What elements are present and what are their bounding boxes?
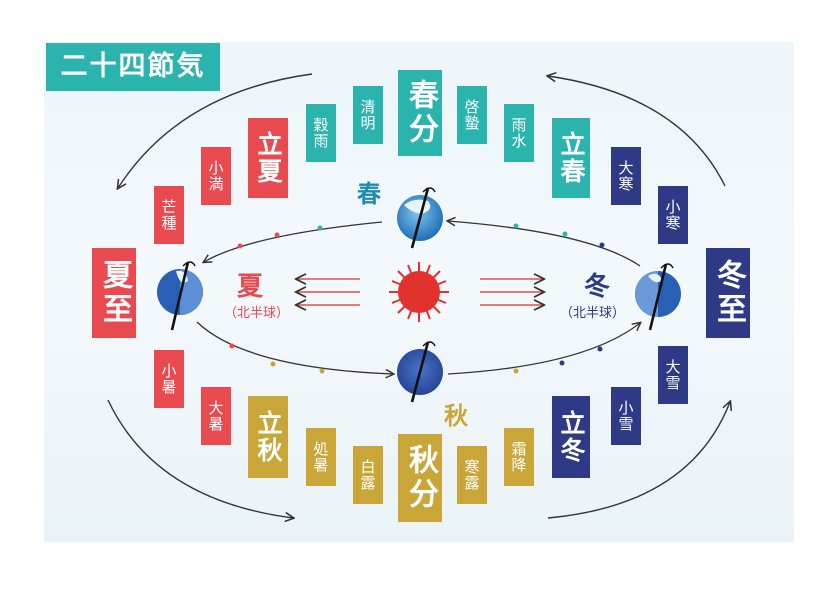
orbit-arc-autumn-to-winter [447,323,640,375]
term-rikka: 立夏 [248,118,288,198]
term-hakuro: 白露 [353,446,383,504]
term-kokuu: 穀雨 [306,104,336,162]
term-shosetsu: 小雪 [611,387,641,445]
orbit-arc-spring-to-summer [204,221,383,262]
term-toji: 冬至 [706,248,750,338]
term-geshi: 夏至 [92,248,136,338]
outer-arrow-bottom-left [107,399,293,518]
season-sub-winter: （北半球） [560,306,626,321]
earth-summer-icon [157,261,203,331]
term-boshu: 芒種 [154,186,184,244]
term-shoman: 小満 [201,147,231,205]
season-sub-summer: （北半球） [224,306,290,321]
sun-icon [389,262,449,322]
term-shubun: 秋分 [398,434,442,522]
term-daikan: 大寒 [611,147,641,205]
term-ritto: 立冬 [552,396,590,478]
term-soko: 霜降 [504,428,534,486]
term-shunbun: 春分 [398,70,442,156]
earth-winter-icon [635,263,681,331]
season-label-winter: 冬 [584,272,611,302]
term-taisetsu: 大雪 [658,346,688,404]
sunlight-arrows-left [297,279,360,305]
sunlight-arrows-right [480,279,543,305]
term-seimei: 清明 [353,86,383,144]
earth-autumn-icon [397,341,443,403]
orbit-dots [229,223,605,374]
orbit-arc-summer-to-autumn [196,321,393,374]
earth-spring-icon [397,187,443,249]
page-title: 二十四節気 [46,43,220,91]
season-label-summer: 夏 [237,272,264,302]
term-shosho: 小暑 [154,350,184,408]
term-taisho: 大暑 [201,387,231,445]
outer-arrow-top-right [548,76,726,187]
term-keichitsu: 啓蟄 [457,86,487,144]
term-shosho-heat: 処暑 [306,428,336,486]
outer-arrow-top-left [118,73,313,188]
season-label-spring: 春 [357,179,381,208]
term-usui: 雨水 [504,104,534,162]
orbit-arc-winter-to-spring [448,221,641,267]
term-kanro: 寒露 [457,446,487,504]
term-risshu: 立秋 [248,396,288,478]
term-shokan: 小寒 [658,186,688,244]
term-risshun: 立春 [552,118,590,198]
season-label-autumn: 秋 [444,401,468,430]
outer-arrow-bottom-right [547,402,730,519]
